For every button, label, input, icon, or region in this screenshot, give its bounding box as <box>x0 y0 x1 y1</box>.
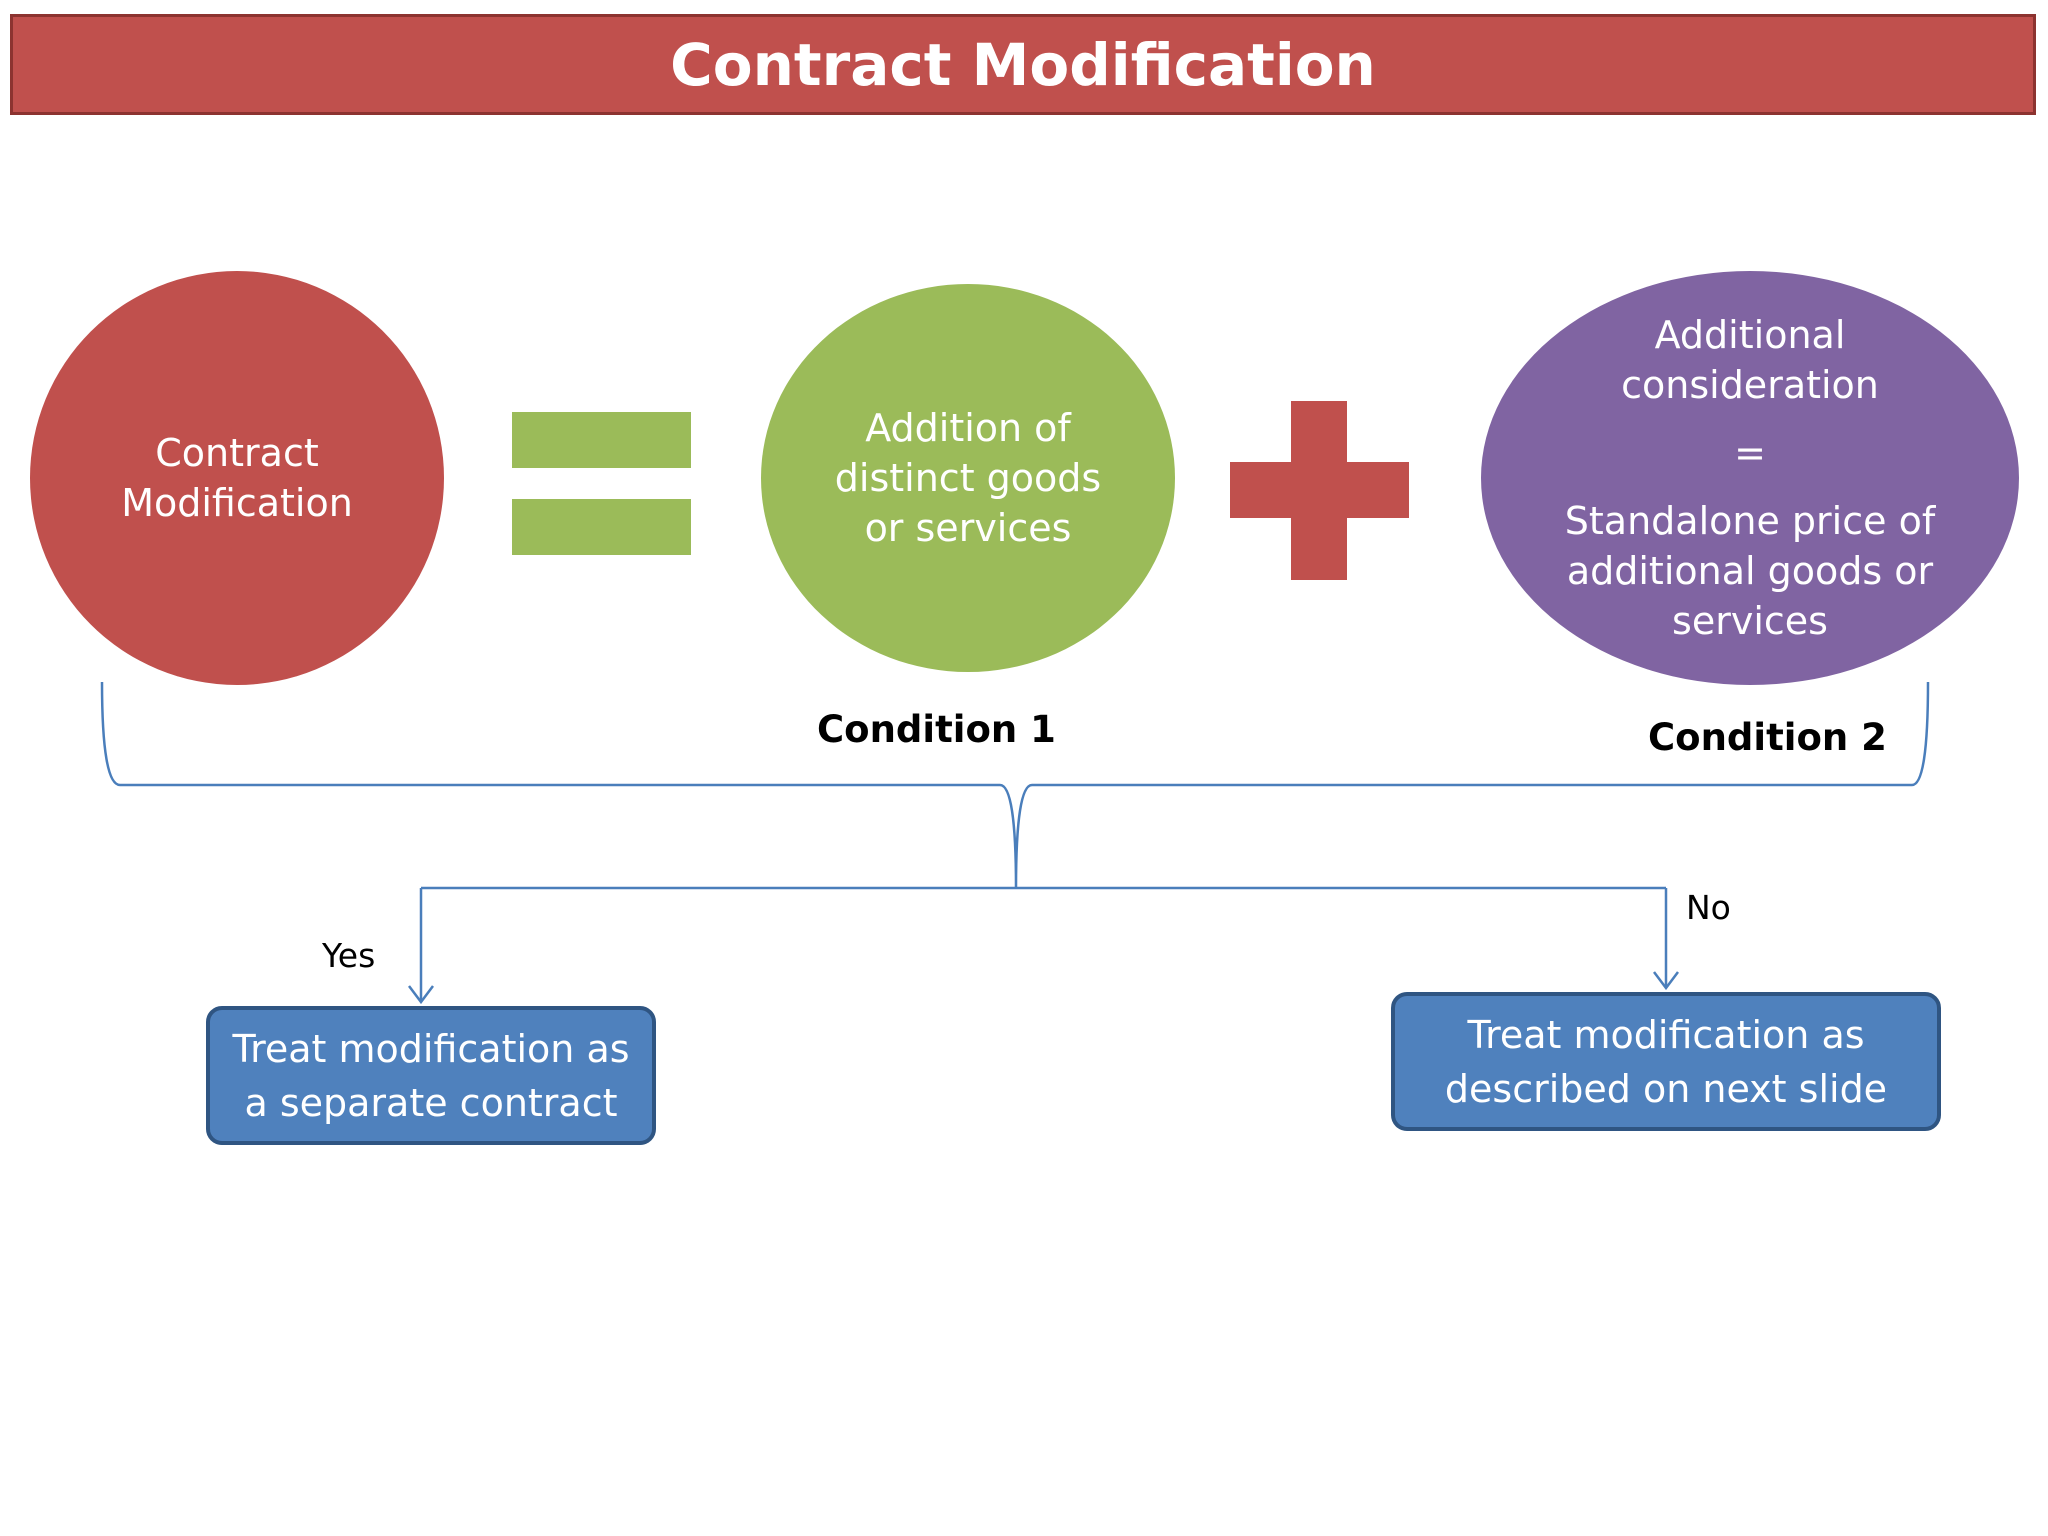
circle-label-line: Contract <box>155 431 319 475</box>
condition-1-label: Condition 1 <box>817 708 1056 751</box>
separate-contract-box: Treat modification as a separate contrac… <box>206 1006 656 1145</box>
distinct-goods-circle: Addition of distinct goods or services <box>761 284 1175 672</box>
contract-modification-circle: Contract Modification <box>30 271 444 685</box>
equals-sign-top-bar <box>512 412 691 468</box>
ellipse-label-line: Standalone price of <box>1564 499 1936 543</box>
ellipse-label-line: additional goods or <box>1566 549 1934 593</box>
yes-label: Yes <box>322 936 376 975</box>
circle-label-line: or services <box>864 506 1072 550</box>
ellipse-equals: = <box>1734 431 1766 475</box>
ellipse-label-line: consideration <box>1621 363 1879 407</box>
circle-label-line: Addition of <box>865 406 1071 450</box>
box-label-line: Treat modification as <box>232 1026 630 1071</box>
page-title: Contract Modification <box>670 30 1376 99</box>
title-banner: Contract Modification <box>10 14 2036 115</box>
box-label-line: a separate contract <box>244 1080 618 1125</box>
ellipse-label-line: services <box>1672 599 1828 643</box>
plus-sign-vertical <box>1291 401 1347 580</box>
condition-2-label: Condition 2 <box>1648 716 1887 759</box>
yes-arrow-head <box>408 985 434 1005</box>
circle-label-line: Modification <box>121 481 353 525</box>
additional-consideration-ellipse: Additional consideration = Standalone pr… <box>1481 271 2019 685</box>
next-slide-box: Treat modification as described on next … <box>1391 992 1941 1131</box>
equals-sign-bottom-bar <box>512 499 691 555</box>
box-label-line: Treat modification as <box>1467 1012 1865 1057</box>
no-arrow-head <box>1653 971 1679 991</box>
no-label: No <box>1686 888 1731 927</box>
circle-label-line: distinct goods <box>834 456 1102 500</box>
ellipse-label-line: Additional <box>1654 313 1846 357</box>
box-label-line: described on next slide <box>1444 1066 1888 1111</box>
